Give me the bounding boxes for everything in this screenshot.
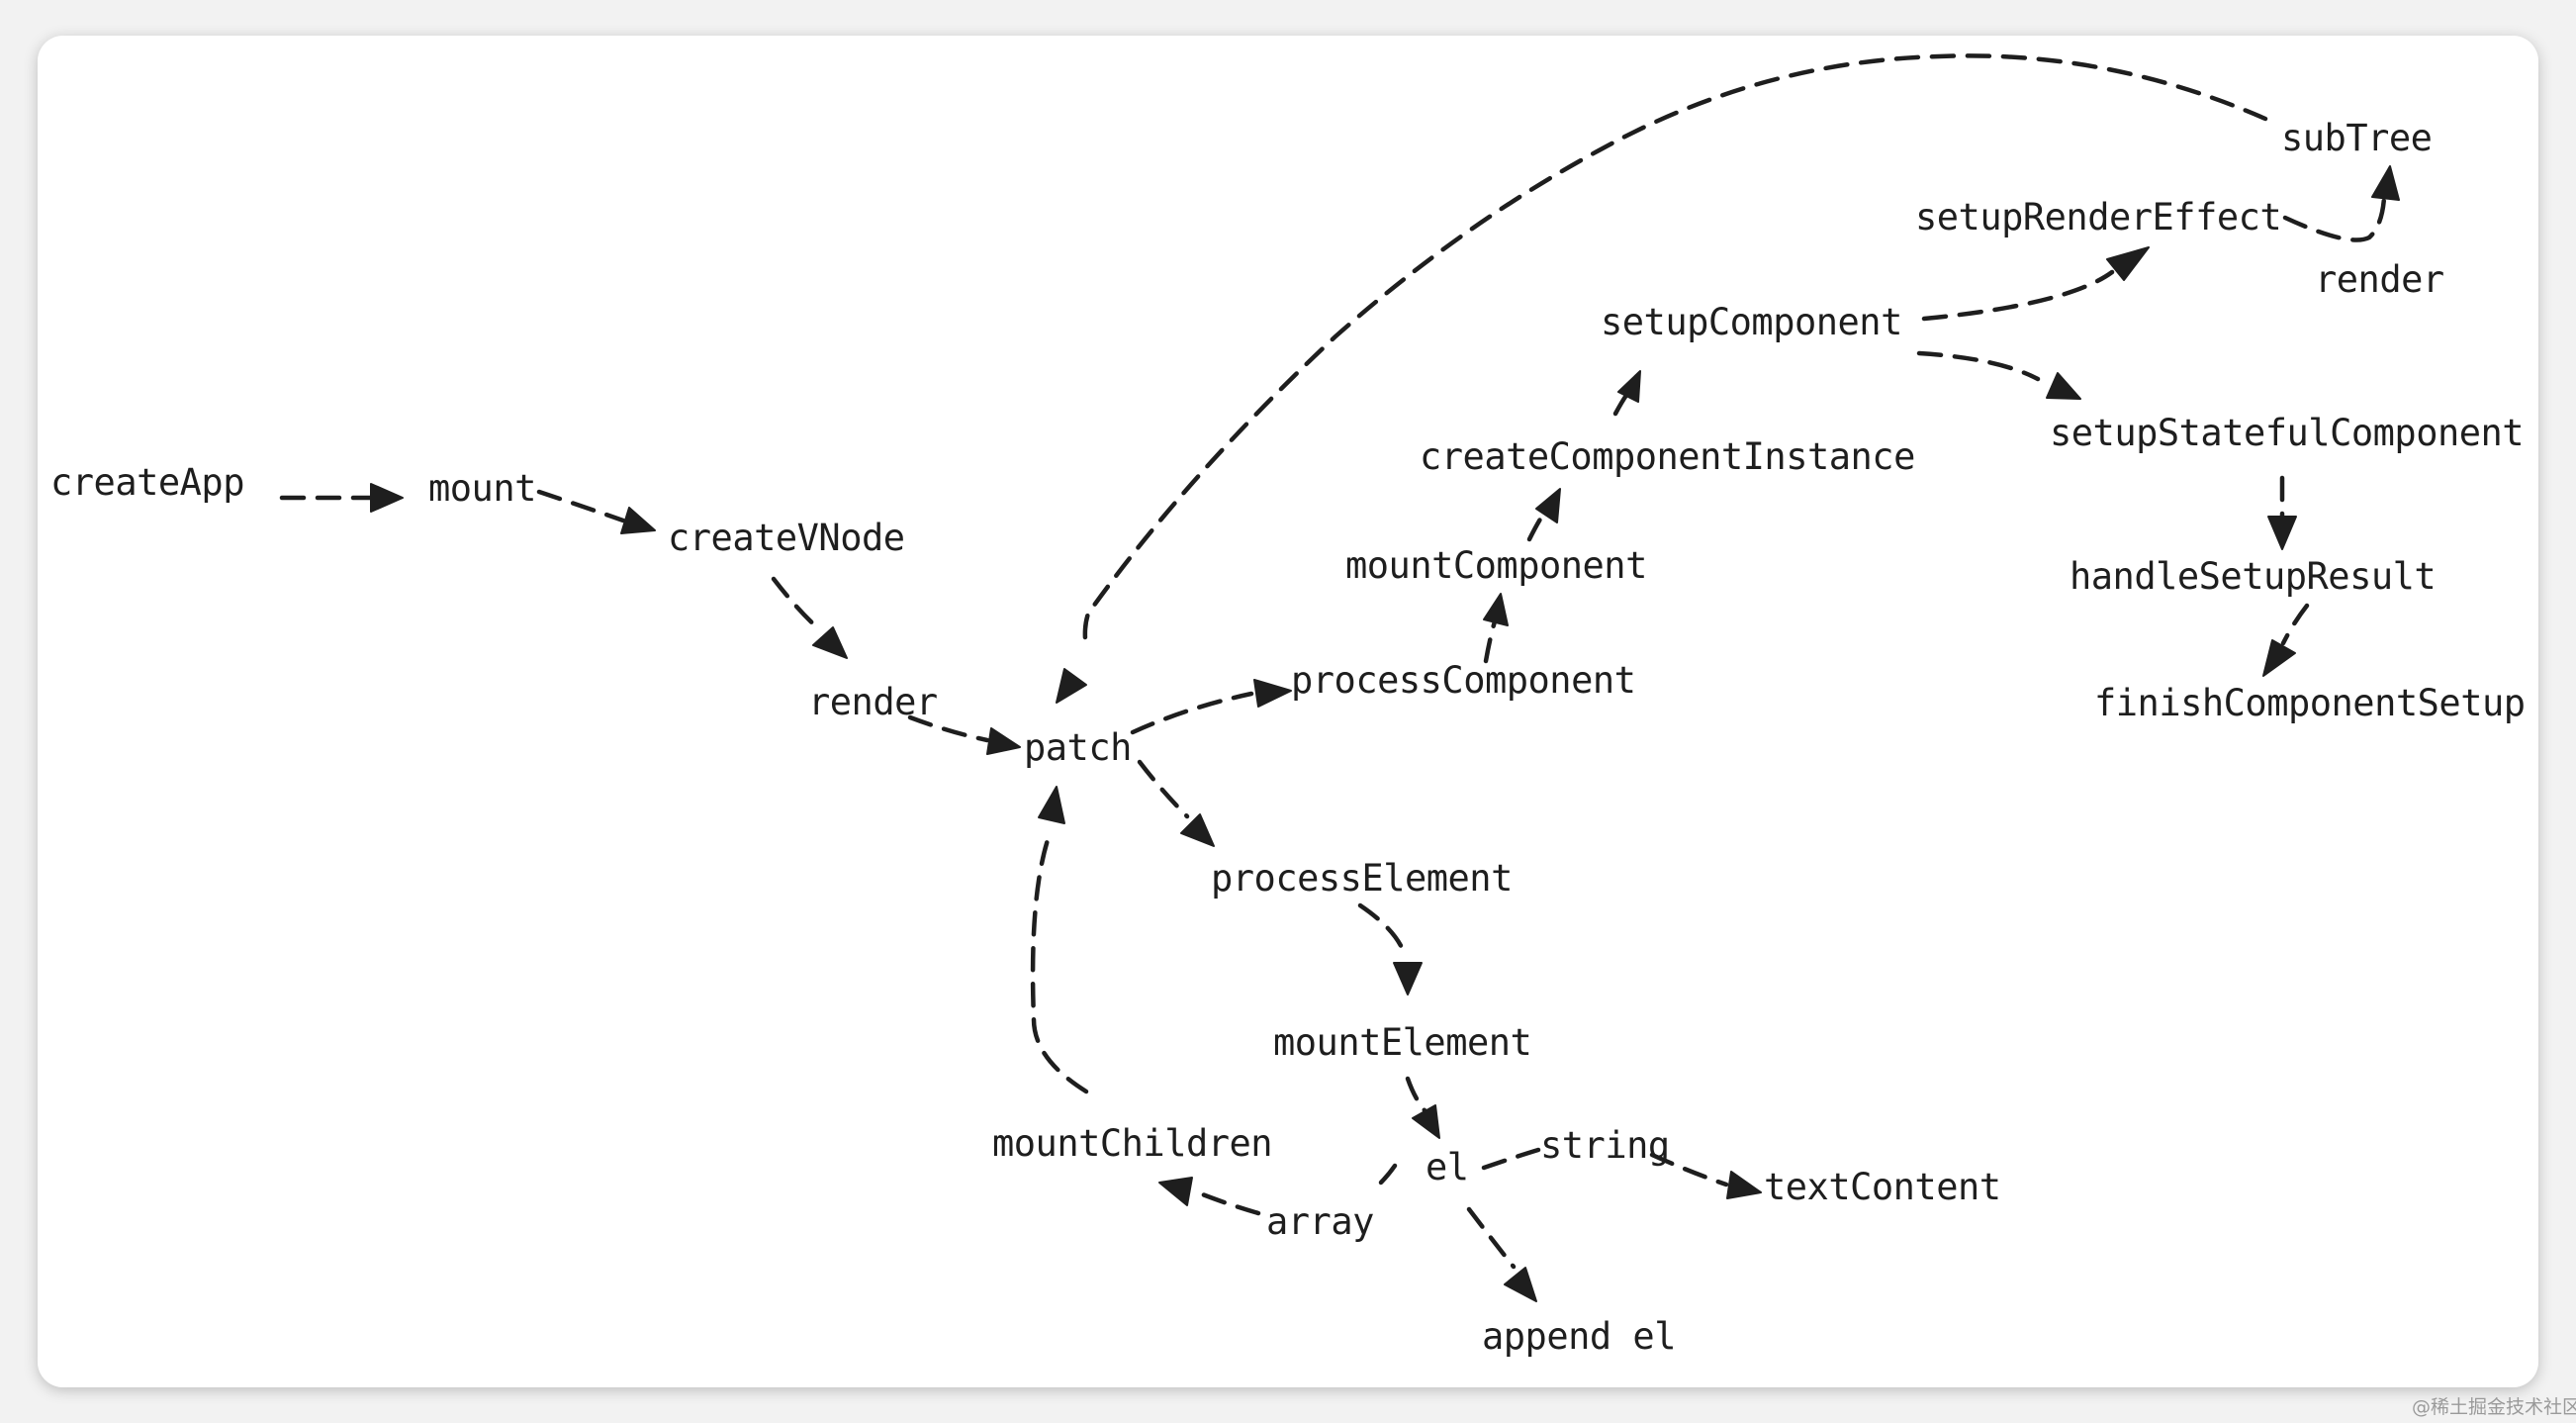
node-mountComponent: mountComponent xyxy=(1345,544,1647,587)
edge-render-patch xyxy=(907,714,1021,755)
edge-processComponent-mountComponent xyxy=(1483,593,1509,664)
node-setupStatefulComponent: setupStatefulComponent xyxy=(2050,412,2524,454)
edge-label-render: render xyxy=(2315,258,2444,301)
edge-createComponentInstance-setupComponent xyxy=(1612,370,1641,417)
edge-setupComponent-setupRenderEffect xyxy=(1921,246,2150,322)
edge-processElement-mountElement xyxy=(1357,902,1423,996)
node-render: render xyxy=(808,681,938,723)
edge-mountElement-el xyxy=(1405,1076,1440,1139)
edge-mountChildren-patch xyxy=(1030,786,1089,1094)
edge-createVNode-render xyxy=(771,576,848,659)
node-createComponentInstance: createComponentInstance xyxy=(1420,435,1915,478)
edge-el-appendEl xyxy=(1466,1206,1537,1302)
edge-mountComponent-createComponentInstance xyxy=(1526,488,1561,542)
edge-setupRenderEffect-subTree xyxy=(2282,165,2400,242)
node-appendEl: append el xyxy=(1482,1315,1676,1358)
edge-handleSetupResult-finishComponentSetup xyxy=(2262,603,2310,677)
edge-patch-processElement xyxy=(1137,759,1215,847)
node-el: el xyxy=(1426,1146,1469,1188)
node-handleSetupResult: handleSetupResult xyxy=(2070,555,2436,598)
edge-label-array: array xyxy=(1266,1200,1374,1243)
node-mountChildren: mountChildren xyxy=(992,1122,1272,1165)
edge-setupStatefulComponent-handleSetupResult xyxy=(2267,475,2297,550)
node-createApp: createApp xyxy=(50,461,244,504)
node-setupComponent: setupComponent xyxy=(1601,301,1902,343)
node-textContent: textContent xyxy=(1764,1166,2001,1208)
node-mount: mount xyxy=(428,467,536,510)
edge-label-string: string xyxy=(1540,1124,1670,1167)
node-patch: patch xyxy=(1024,726,1132,769)
node-createVNode: createVNode xyxy=(668,517,905,559)
edge-createApp-mount xyxy=(279,483,404,513)
edge-labels: render string array xyxy=(1266,258,2444,1243)
node-processComponent: processComponent xyxy=(1291,659,1635,702)
watermark-text: @稀土掘金技术社区 xyxy=(2412,1396,2576,1418)
diagram-canvas xyxy=(38,36,2538,1387)
node-mountElement: mountElement xyxy=(1273,1021,1531,1064)
edge-patch-processComponent xyxy=(1130,679,1292,735)
edge-el-textContent xyxy=(1481,1147,1762,1199)
edge-subTree-patch xyxy=(1056,53,2268,704)
node-processElement: processElement xyxy=(1211,857,1513,900)
node-finishComponentSetup: finishComponentSetup xyxy=(2094,682,2526,724)
nodes: createApp mount createVNode render patch… xyxy=(50,117,2526,1358)
edge-mount-createVNode xyxy=(536,489,656,534)
edge-setupComponent-setupStatefulComponent xyxy=(1916,350,2081,400)
edge-el-mountChildren xyxy=(1158,1163,1398,1216)
node-setupRenderEffect: setupRenderEffect xyxy=(1915,196,2281,238)
node-subTree: subTree xyxy=(2281,117,2432,159)
edges xyxy=(279,53,2400,1302)
